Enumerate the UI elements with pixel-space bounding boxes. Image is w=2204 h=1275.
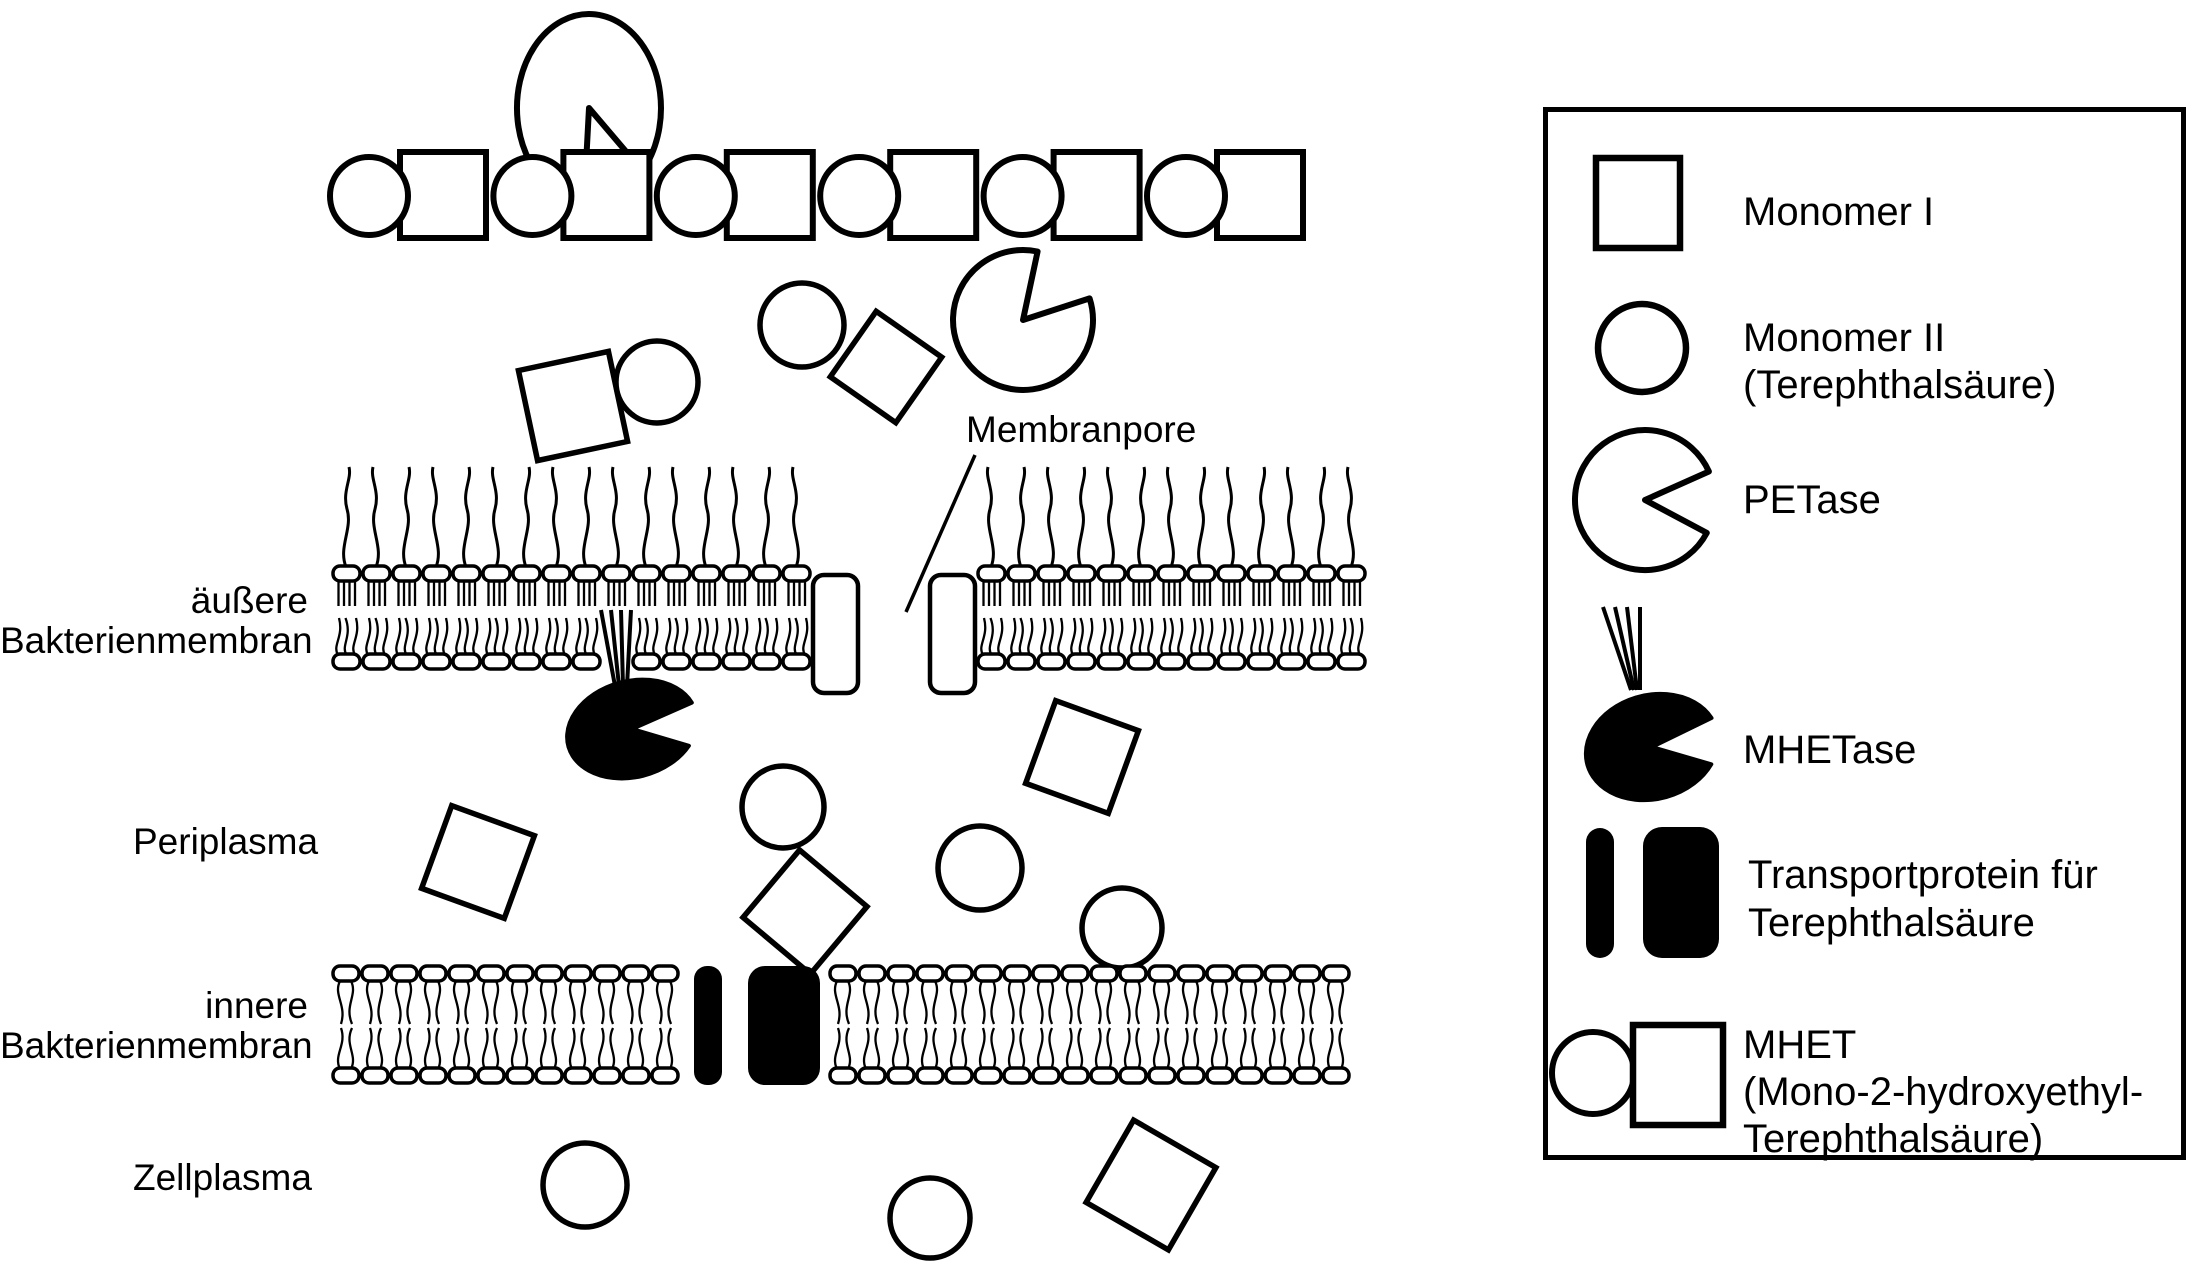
legend-item-label: PETase — [1743, 478, 1881, 522]
legend-item-label: MHET (Mono-2-hydroxyethyl- Terephthalsäu… — [1743, 1023, 2144, 1161]
membranpore-pointer-line — [904, 454, 977, 613]
transport-protein-icon — [694, 966, 820, 1085]
outer-membrane — [331, 466, 1367, 671]
legend-item-label: Transportprotein für Terephthalsäure — [1748, 853, 2098, 945]
legend-item-label: MHETase — [1743, 728, 1917, 772]
mhet-molecule — [757, 280, 946, 427]
transport-protein-icon — [1586, 827, 1719, 958]
periplasma-label: Periplasma — [133, 821, 319, 862]
membrane-pore — [810, 572, 978, 696]
mhet-icon — [1549, 1021, 1727, 1129]
legend-item-label: Monomer II (Terephthalsäure) — [1743, 316, 2057, 407]
polymer-chain — [327, 149, 1306, 241]
inner-membrane — [331, 964, 1351, 1085]
mhet-molecule — [515, 338, 701, 464]
mhetase-icon — [565, 609, 694, 781]
periplasma-molecules — [418, 697, 1165, 978]
mhetase-icon — [1583, 606, 1714, 803]
legend-item-label: Monomer I — [1743, 190, 1935, 234]
free-petase-icon — [950, 246, 1096, 393]
inner-membrane-label: innere Bakterienmembran — [0, 985, 313, 1066]
monomer-1-icon — [1592, 154, 1684, 252]
petase-icon — [1572, 427, 1712, 574]
zellplasma-label: Zellplasma — [133, 1157, 312, 1198]
membranpore-label: Membranpore — [966, 409, 1197, 450]
zellplasma-molecules — [540, 1116, 1220, 1261]
outer-membrane-label: äußere Bakterienmembran — [0, 580, 313, 661]
monomer-2-icon — [1594, 300, 1690, 396]
legend — [1543, 107, 2186, 1160]
